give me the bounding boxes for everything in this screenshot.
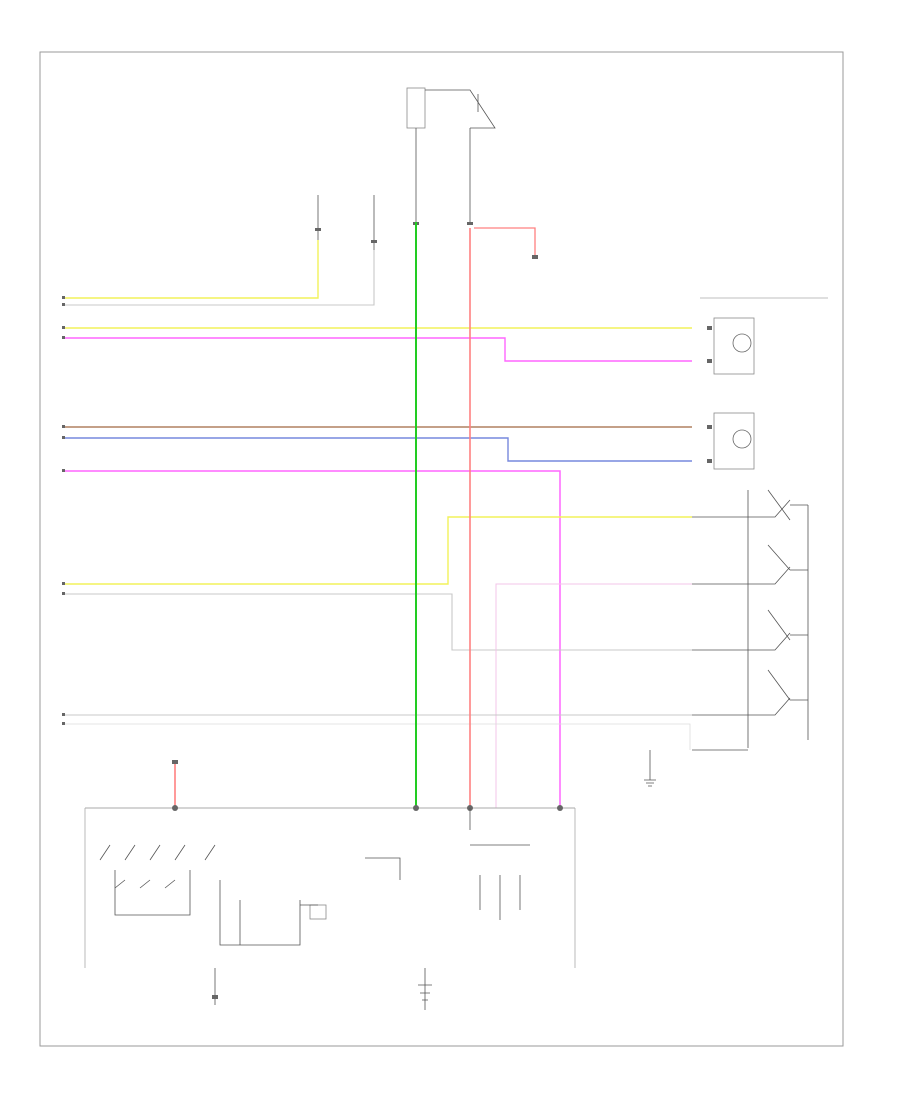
- sensor-upper: [707, 317, 755, 375]
- wire-yellow-3: [65, 516, 692, 585]
- wire-blue: [65, 437, 692, 462]
- wire-pink-1: [65, 337, 692, 362]
- wire-gray-4: [65, 723, 691, 750]
- sub-module: [365, 808, 530, 920]
- diagram-frame: [39, 51, 844, 1047]
- ignition-switch: [406, 87, 496, 150]
- wire-red-branch: [474, 227, 536, 255]
- bottom-ground: [212, 968, 432, 1010]
- wire-pink-faint: [495, 583, 692, 808]
- control-module: [84, 805, 576, 968]
- range-switch-assembly: [692, 489, 809, 751]
- wire-yellow-1: [65, 240, 319, 299]
- wire-pink-2: [65, 470, 561, 808]
- wire-gray-2: [65, 593, 692, 651]
- left-connector-ticks: [62, 296, 65, 725]
- sensor-lower: [707, 412, 755, 470]
- wire-gray-1: [65, 250, 375, 306]
- switch-bank: [99, 844, 327, 946]
- connectors-top: [315, 150, 473, 250]
